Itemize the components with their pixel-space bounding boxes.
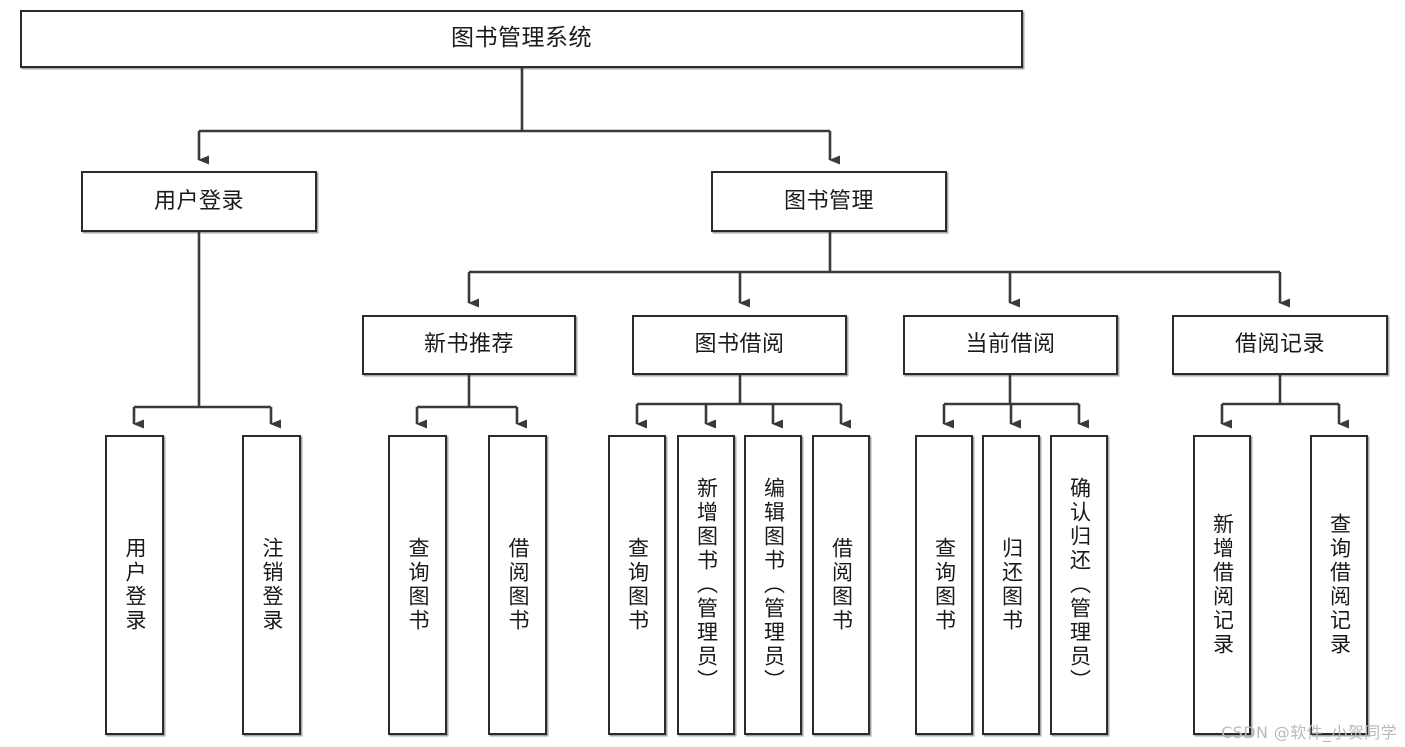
node-root-system[interactable]: 图书管理系统 — [20, 10, 1023, 68]
node-label: 查询图书 — [625, 537, 650, 633]
node-label: 查询图书 — [406, 537, 430, 633]
node-label: 借阅图书 — [829, 537, 854, 633]
leaf-borrow-edit-book-admin[interactable]: 编辑图书（管理员） — [744, 435, 802, 735]
leaf-current-return-book[interactable]: 归还图书 — [982, 435, 1040, 735]
node-label: 查询图书 — [932, 537, 957, 633]
node-book-borrow[interactable]: 图书借阅 — [632, 315, 847, 375]
leaf-recommend-borrow-book[interactable]: 借阅图书 — [488, 435, 547, 735]
leaf-user-login-signin[interactable]: 用户登录 — [105, 435, 164, 735]
node-label: 当前借阅 — [965, 332, 1056, 358]
leaf-current-confirm-return-admin[interactable]: 确认归还（管理员） — [1050, 435, 1108, 735]
node-label: 图书管理系统 — [451, 25, 592, 52]
node-label: 用户登录 — [153, 188, 244, 214]
node-current-borrow[interactable]: 当前借阅 — [903, 315, 1118, 375]
leaf-borrow-query-book[interactable]: 查询图书 — [608, 435, 666, 735]
node-label: 新增借阅记录 — [1210, 513, 1235, 657]
node-label: 确认归还（管理员） — [1067, 477, 1092, 693]
node-new-book-recommend[interactable]: 新书推荐 — [362, 315, 576, 375]
node-label: 图书管理 — [783, 188, 874, 214]
node-label: 借阅记录 — [1234, 332, 1325, 358]
leaf-record-add-borrow-record[interactable]: 新增借阅记录 — [1193, 435, 1251, 735]
node-label: 图书借阅 — [694, 332, 785, 358]
node-label: 查询借阅记录 — [1327, 513, 1352, 657]
leaf-borrow-borrow-book[interactable]: 借阅图书 — [812, 435, 870, 735]
leaf-user-login-signout[interactable]: 注销登录 — [242, 435, 301, 735]
node-label: 注销登录 — [260, 537, 284, 633]
node-label: 用户登录 — [123, 537, 147, 633]
leaf-borrow-add-book-admin[interactable]: 新增图书（管理员） — [677, 435, 735, 735]
node-user-login[interactable]: 用户登录 — [81, 171, 317, 232]
node-label: 归还图书 — [999, 537, 1024, 633]
node-label: 编辑图书（管理员） — [761, 477, 786, 693]
node-borrow-record[interactable]: 借阅记录 — [1172, 315, 1388, 375]
node-book-management[interactable]: 图书管理 — [711, 171, 947, 232]
leaf-current-query-book[interactable]: 查询图书 — [915, 435, 973, 735]
leaf-record-query-borrow-record[interactable]: 查询借阅记录 — [1310, 435, 1368, 735]
watermark-text: CSDN @软件_小贺同学 — [1221, 723, 1397, 742]
node-label: 新书推荐 — [423, 332, 514, 358]
leaf-recommend-query-book[interactable]: 查询图书 — [388, 435, 447, 735]
node-label: 借阅图书 — [506, 537, 530, 633]
node-label: 新增图书（管理员） — [694, 477, 719, 693]
